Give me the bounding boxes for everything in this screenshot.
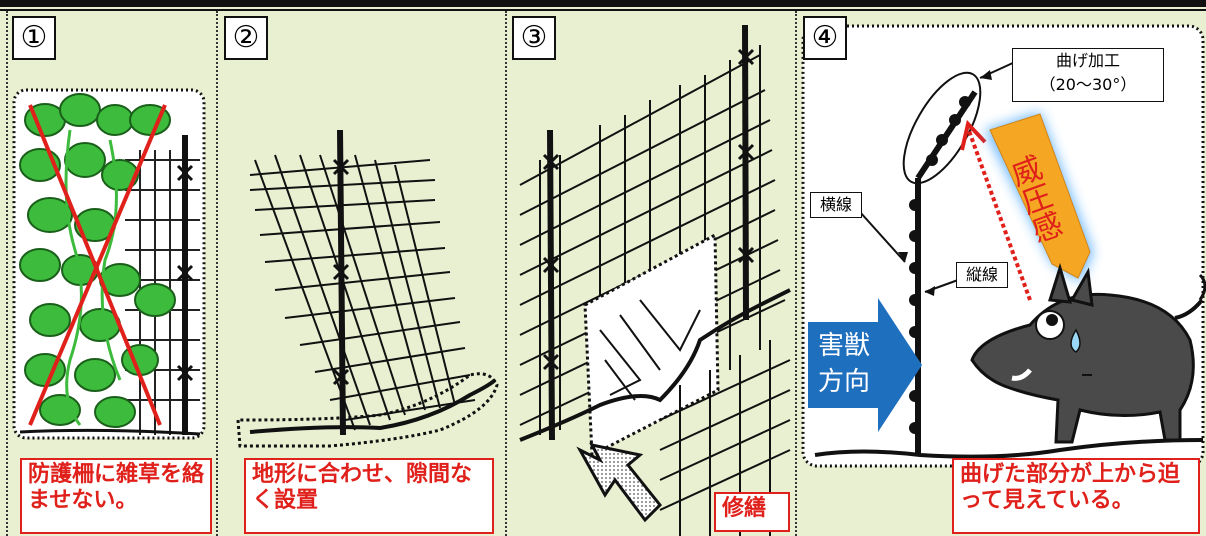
boar-illustration xyxy=(970,262,1206,444)
bend-label-box: 曲げ加工 （20～30°） xyxy=(1012,48,1164,102)
panel-4-caption: 曲げた部分が上から迫って見えている。 xyxy=(952,458,1200,534)
panel-1-number: ① xyxy=(12,16,56,60)
panel-2-art xyxy=(236,129,499,448)
top-border xyxy=(0,0,1206,7)
bend-label: 曲げ加工 xyxy=(1055,51,1120,70)
panel-4-art xyxy=(801,24,1206,468)
vertical-wire-label: 縦線 xyxy=(956,262,1008,288)
horizontal-wire-label: 横線 xyxy=(810,192,862,218)
panel-4-number: ④ xyxy=(803,16,847,60)
panel-divider-1 xyxy=(216,11,218,536)
pest-direction-label: 害獣方向 xyxy=(817,331,870,397)
panel-3-art xyxy=(519,24,791,536)
top-border-thin xyxy=(0,9,1206,11)
panel-divider-2 xyxy=(505,11,507,536)
panel-divider-3 xyxy=(795,11,797,536)
panel-2-caption: 地形に合わせ、隙間なく設置 xyxy=(244,458,494,534)
panel-3-number: ③ xyxy=(512,16,556,60)
panel-1-caption: 防護柵に雑草を絡ませない。 xyxy=(20,458,212,534)
panel-3-caption: 修繕 xyxy=(714,492,790,532)
panel-2-number: ② xyxy=(224,16,268,60)
left-border xyxy=(6,11,8,536)
bend-angle-label: （20～30°） xyxy=(1039,75,1137,94)
panel-1-art xyxy=(12,88,206,440)
